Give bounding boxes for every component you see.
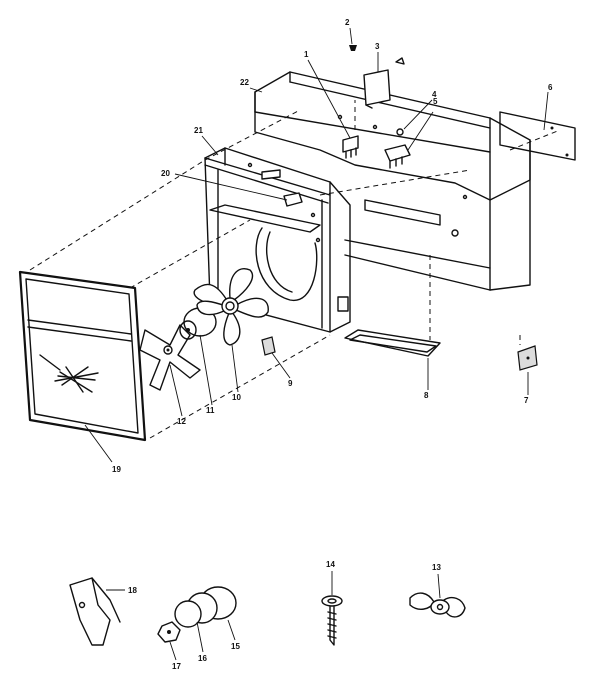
callout-7: 7 xyxy=(524,396,529,405)
callout-21: 21 xyxy=(194,126,203,135)
mounting-plate xyxy=(499,111,576,161)
callout-3: 3 xyxy=(375,42,380,51)
bracket-clip xyxy=(517,345,538,371)
callout-1: 1 xyxy=(304,50,309,59)
callout-13: 13 xyxy=(432,563,441,572)
projection-lines xyxy=(29,75,561,439)
callout-8: 8 xyxy=(424,391,429,400)
small-nut xyxy=(349,45,405,65)
inner-frame xyxy=(204,147,351,333)
housing xyxy=(254,71,531,291)
callout-16: 16 xyxy=(198,654,207,663)
motor-bracket xyxy=(139,324,201,391)
callout-6: 6 xyxy=(548,83,553,92)
leader-lines xyxy=(84,27,549,661)
thumb-screw xyxy=(321,595,343,646)
callout-11: 11 xyxy=(206,406,215,415)
clip xyxy=(261,336,276,356)
callout-15: 15 xyxy=(231,642,240,651)
capacitor xyxy=(261,169,303,207)
fan-blade xyxy=(193,268,269,346)
callout-10: 10 xyxy=(232,393,241,402)
callout-18: 18 xyxy=(128,586,137,595)
callout-14: 14 xyxy=(326,560,335,569)
switch-block xyxy=(363,69,391,109)
callout-5: 5 xyxy=(433,97,438,106)
callout-2: 2 xyxy=(345,18,350,27)
callout-20: 20 xyxy=(161,169,170,178)
callout-labels: 1 2 3 4 5 6 7 8 9 10 11 12 13 14 15 16 1… xyxy=(112,18,553,671)
callout-22: 22 xyxy=(240,78,249,87)
callout-17: 17 xyxy=(172,662,181,671)
switch-right xyxy=(384,128,411,169)
wing-nut xyxy=(409,592,466,618)
callout-9: 9 xyxy=(288,379,293,388)
washer-set xyxy=(157,586,237,643)
front-grille xyxy=(18,270,147,442)
callout-4: 4 xyxy=(432,90,437,99)
drip-tray xyxy=(344,329,441,357)
spring-clip xyxy=(69,577,121,646)
callout-19: 19 xyxy=(112,465,121,474)
callout-12: 12 xyxy=(177,417,186,426)
switch-left xyxy=(342,135,359,159)
